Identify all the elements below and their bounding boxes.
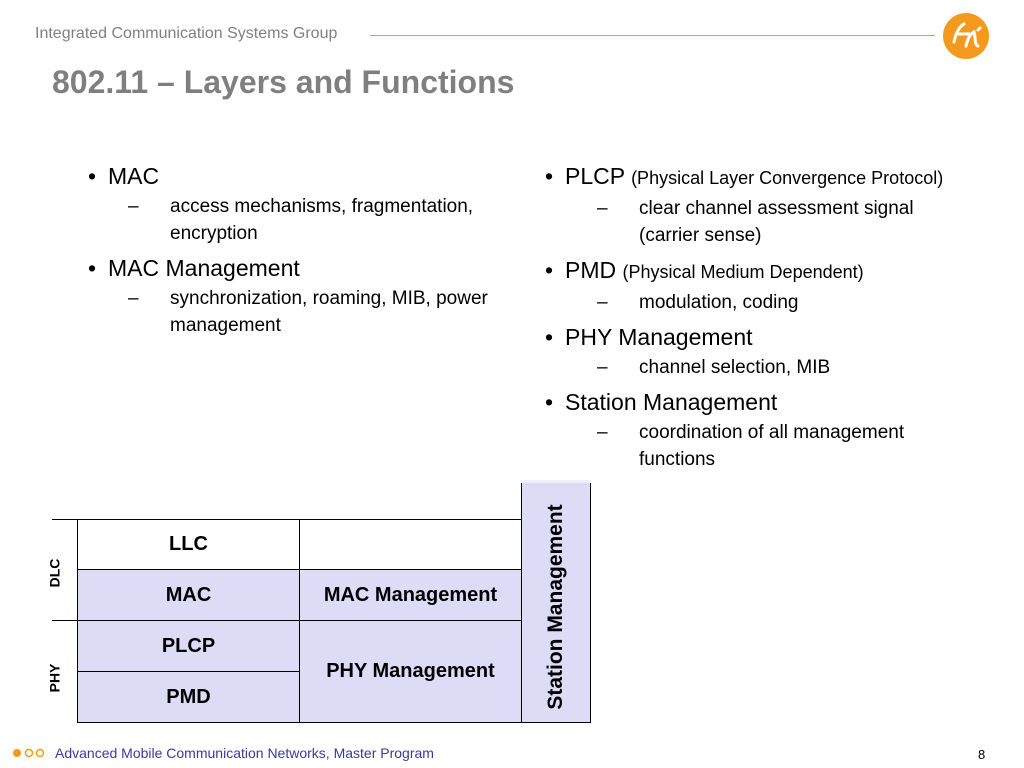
mac-cell: MAC [77,569,300,621]
footer-dots-icon [13,748,45,758]
llc-cell: LLC [77,519,300,570]
phy-label: PHY [46,663,63,693]
bullet-item: • PLCP (Physical Layer Convergence Proto… [545,163,975,192]
phy-management-cell: PHY Management [299,620,522,723]
sub-bullet-item: – modulation, coding [593,289,975,316]
sub-bullet-text: synchronization, roaming, MIB, power man… [170,288,488,336]
right-bullet-list: • PLCP (Physical Layer Convergence Proto… [545,155,975,473]
sub-bullet-item: – coordination of all management functio… [593,419,975,473]
sub-bullet-item: – clear channel assessment signal (carri… [593,195,975,249]
footer-program: Advanced Mobile Communication Networks, … [55,745,434,761]
bullet-dot: • [88,163,97,189]
bullet-dot: • [545,257,554,283]
bullet-dot: • [88,255,97,281]
left-bullet-list: • MAC – access mechanisms, fragmentation… [88,155,508,339]
dash-marker: – [597,422,608,443]
bullet-text: PMD [565,257,617,283]
bullet-text: MAC [108,163,160,189]
bullet-item: • PHY Management [545,324,975,351]
bullet-dot: • [545,163,554,189]
bullet-note: (Physical Layer Convergence Protocol) [631,168,944,188]
sub-bullet-text: clear channel assessment signal (carrier… [639,198,914,246]
dash-marker: – [128,196,139,217]
plcp-cell: PLCP [77,620,300,672]
page-number: 8 [978,747,986,762]
mac-management-cell: MAC Management [299,569,522,621]
bullet-note: (Physical Medium Dependent) [622,262,864,282]
dash-marker: – [597,198,608,219]
dlc-label: DLC [46,558,63,588]
bullet-dot: • [545,389,554,415]
header-rule [370,35,935,36]
bullet-item: • MAC Management [88,255,508,282]
dash-marker: – [597,357,608,378]
dash-marker: – [128,288,139,309]
bullet-dot: • [545,324,554,350]
sub-bullet-item: – channel selection, MIB [593,354,975,381]
sub-bullet-text: modulation, coding [639,292,799,313]
sub-bullet-text: coordination of all management functions [639,422,905,470]
bullet-item: • MAC [88,163,508,190]
sub-bullet-item: – synchronization, roaming, MIB, power m… [124,285,508,339]
dlc-phy-divider [52,620,78,621]
group-logo-icon [943,13,989,59]
pmd-cell: PMD [77,671,300,723]
station-management-column [521,483,591,723]
page-title: 802.11 – Layers and Functions [52,64,515,100]
bullet-text: MAC Management [108,255,300,281]
sub-bullet-item: – access mechanisms, fragmentation, encr… [124,193,508,247]
bullet-text: PLCP [565,163,625,189]
dash-marker: – [597,292,608,313]
bullet-item: • Station Management [545,389,975,416]
sub-bullet-text: channel selection, MIB [639,357,831,378]
org-name: Integrated Communication Systems Group [35,25,338,42]
bullet-text: Station Management [565,389,778,415]
sub-bullet-text: access mechanisms, fragmentation, encryp… [170,196,474,244]
station-management-label: Station Management [544,504,567,710]
bullet-item: • PMD (Physical Medium Dependent) [545,257,975,286]
bullet-text: PHY Management [565,324,753,350]
